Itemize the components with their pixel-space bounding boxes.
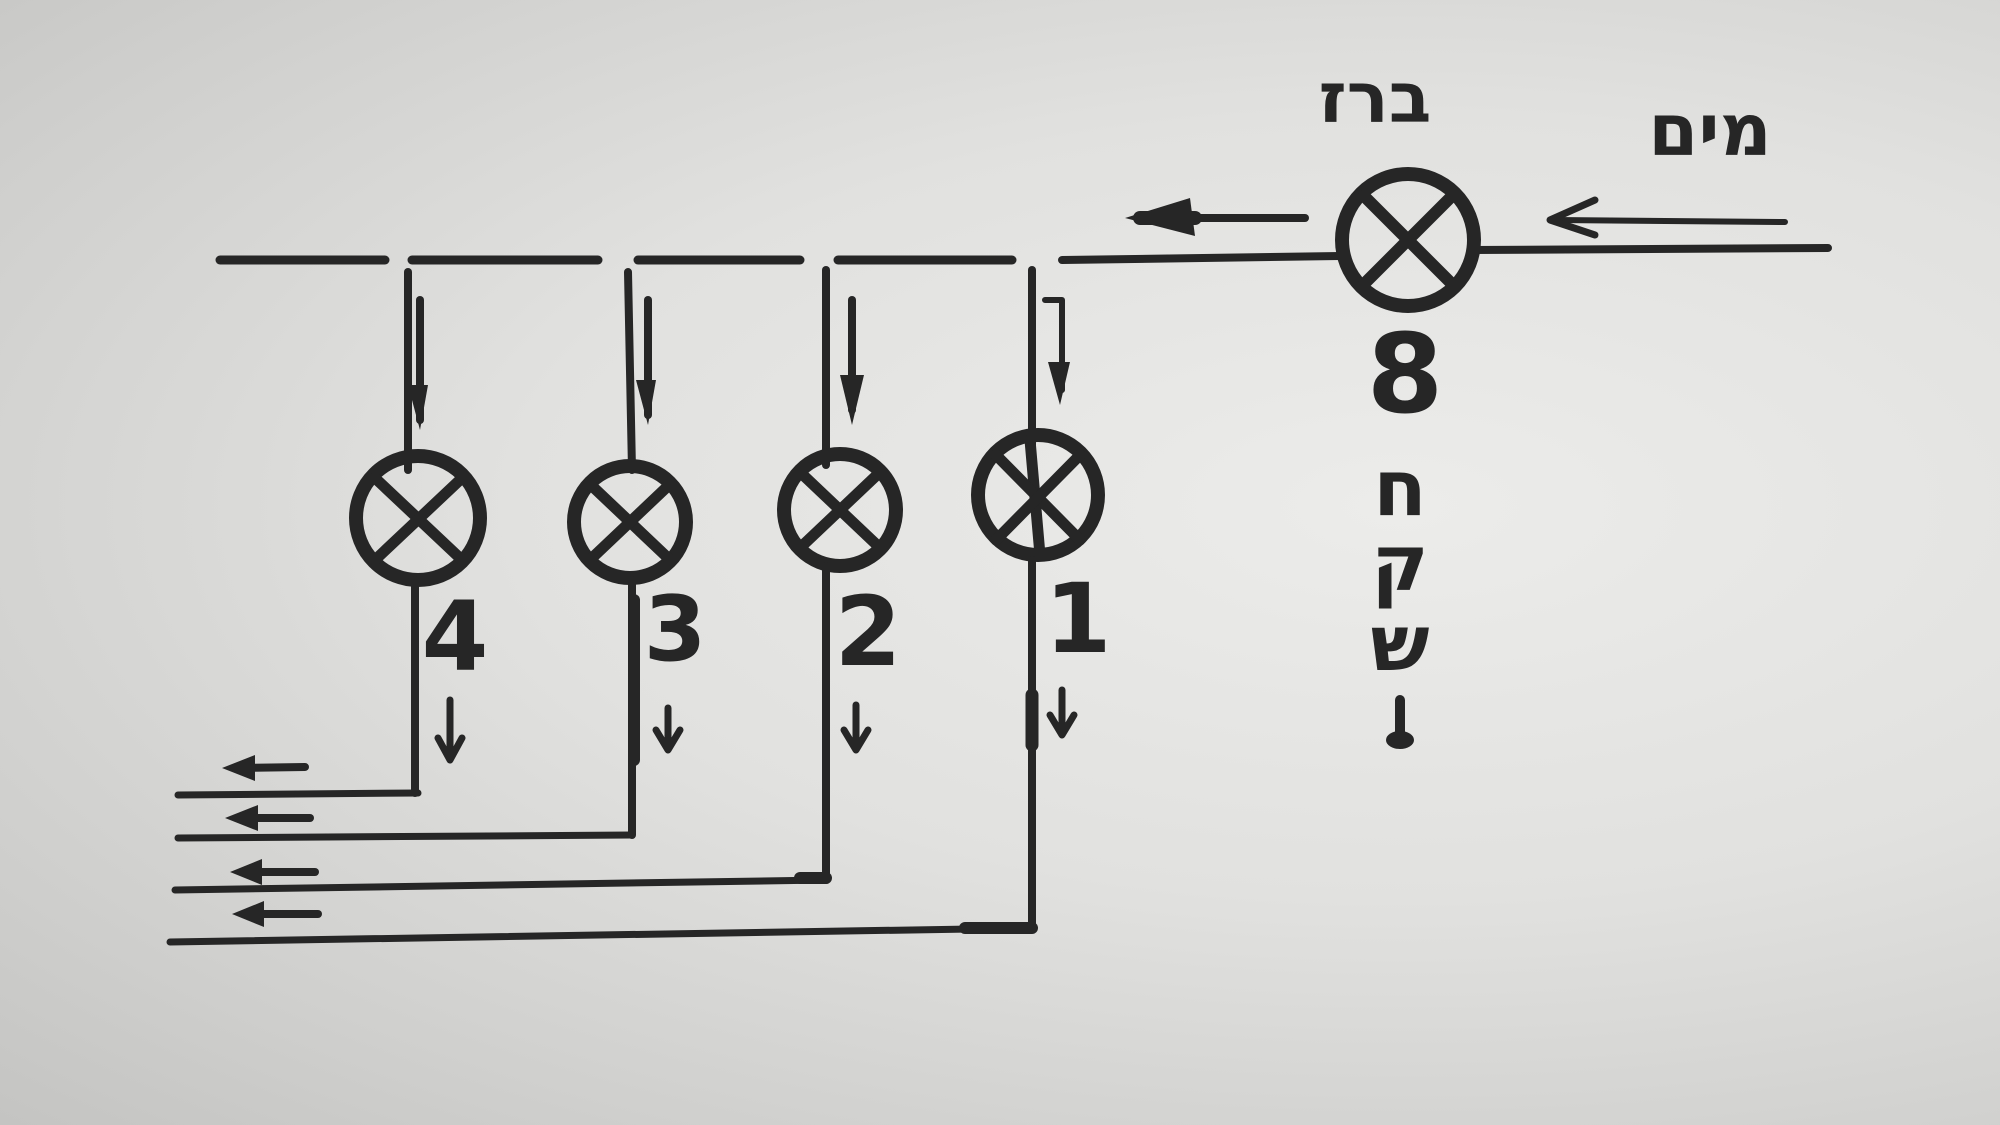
vertical-label-letter-2: ק [1371, 519, 1428, 609]
vertical-label-dot [1386, 731, 1414, 749]
main-valve-vertical-label: ח ק ש [1370, 444, 1430, 749]
branch-valve-number-2: 2 [835, 576, 902, 688]
outlet-lines [166, 789, 1038, 946]
branch-1 [971, 266, 1105, 932]
vertical-label-letter-1: ח [1373, 444, 1427, 534]
branch-valve-number-4: 4 [422, 581, 489, 693]
branch-valve-number-3: 3 [644, 577, 707, 682]
inlet-label: מים [1648, 88, 1771, 172]
vertical-label-letter-3: ש [1370, 599, 1429, 689]
branch-3 [567, 268, 693, 839]
main-valve-number: 8 [1367, 310, 1444, 438]
branch-2 [777, 266, 903, 884]
main-valve [1335, 167, 1481, 313]
branch-valve-2 [777, 447, 903, 573]
main-supply-header [215, 252, 1344, 265]
inlet-flow-arrow [1546, 196, 1788, 239]
inlet-pipe [1468, 244, 1832, 254]
branch-valve-1 [971, 428, 1105, 562]
branch-valve-4 [349, 449, 487, 587]
outlet-arrows [222, 755, 322, 927]
outlet-flow-arrow [1125, 198, 1309, 236]
branch-valve-3 [567, 459, 693, 585]
branch-valve-number-1: 1 [1045, 563, 1112, 675]
main-valve-label: ברז [1319, 57, 1432, 139]
branch-4 [349, 268, 487, 797]
